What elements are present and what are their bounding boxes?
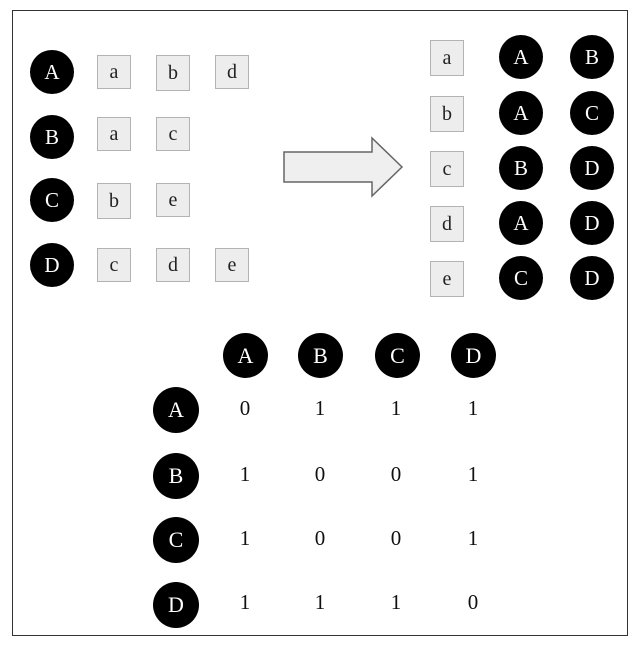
right-box-c: c — [430, 151, 464, 187]
matrix-cell-d-d: 0 — [467, 589, 479, 614]
left-node-c: C — [30, 178, 74, 222]
arrow-shape — [283, 136, 404, 198]
matrix-cell-b-c: 0 — [390, 461, 402, 486]
matrix-cell-c-c: 0 — [390, 525, 402, 550]
matrix-cell-a-d: 1 — [467, 395, 479, 420]
matrix-cell-a-b: 1 — [314, 395, 326, 420]
left-box-b-1: a — [97, 117, 131, 151]
matrix-col-header-a: A — [223, 333, 268, 378]
matrix-cell-a-c: 1 — [390, 395, 402, 420]
matrix-row-header-a: A — [153, 387, 199, 433]
diagram-frame — [12, 10, 628, 636]
left-box-a-3: d — [215, 55, 249, 89]
matrix-cell-c-a: 1 — [239, 525, 251, 550]
right-node-e-2: D — [570, 256, 614, 300]
matrix-cell-b-a: 1 — [239, 461, 251, 486]
right-box-b: b — [430, 96, 464, 132]
left-box-a-2: b — [156, 55, 190, 91]
right-box-a: a — [430, 40, 464, 76]
right-box-d: d — [430, 206, 464, 242]
matrix-col-header-c: C — [375, 333, 420, 378]
matrix-row-header-d: D — [153, 582, 199, 628]
matrix-row-header-c: C — [153, 517, 199, 563]
left-box-d-1: c — [97, 248, 131, 282]
right-node-a-2: B — [570, 35, 614, 79]
right-node-a-1: A — [499, 35, 543, 79]
left-box-d-3: e — [215, 248, 249, 282]
transform-arrow-icon — [283, 136, 404, 198]
right-node-b-2: C — [570, 91, 614, 135]
left-node-d: D — [30, 243, 74, 287]
right-box-e: e — [430, 261, 464, 297]
matrix-cell-d-b: 1 — [314, 589, 326, 614]
right-node-d-1: A — [499, 201, 543, 245]
matrix-cell-b-d: 1 — [467, 461, 479, 486]
matrix-cell-a-a: 0 — [239, 395, 251, 420]
right-node-e-1: C — [499, 256, 543, 300]
matrix-col-header-b: B — [298, 333, 343, 378]
matrix-cell-c-d: 1 — [467, 525, 479, 550]
right-node-c-2: D — [570, 146, 614, 190]
left-box-d-2: d — [156, 248, 190, 282]
right-node-d-2: D — [570, 201, 614, 245]
left-box-a-1: a — [97, 55, 131, 89]
matrix-cell-b-b: 0 — [314, 461, 326, 486]
left-box-c-2: e — [156, 183, 190, 217]
left-node-b: B — [30, 115, 74, 159]
left-box-b-2: c — [156, 117, 190, 151]
matrix-col-header-d: D — [451, 333, 496, 378]
matrix-cell-c-b: 0 — [314, 525, 326, 550]
right-node-b-1: A — [499, 91, 543, 135]
left-box-c-1: b — [97, 183, 131, 219]
matrix-cell-d-a: 1 — [239, 589, 251, 614]
left-node-a: A — [30, 50, 74, 94]
matrix-cell-d-c: 1 — [390, 589, 402, 614]
right-node-c-1: B — [499, 146, 543, 190]
matrix-row-header-b: B — [153, 453, 199, 499]
